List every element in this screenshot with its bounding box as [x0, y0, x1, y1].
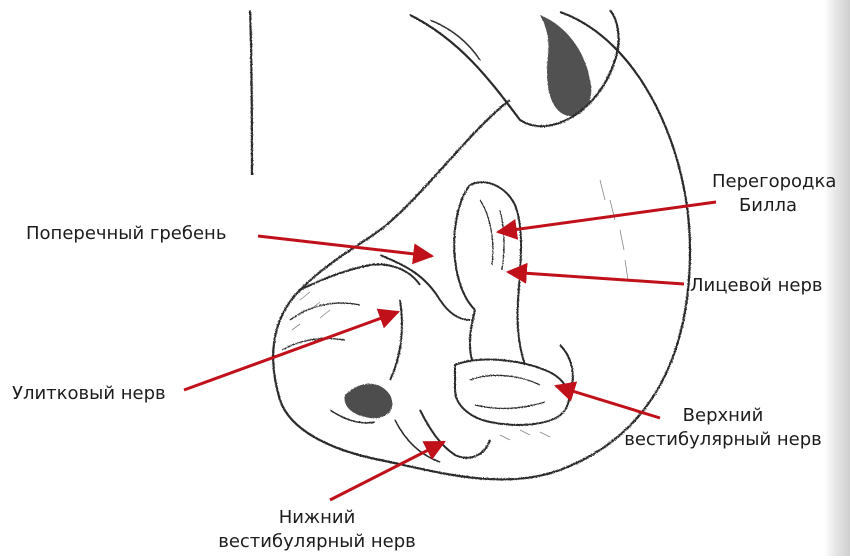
- label-facial-nerve: Лицевой нерв: [690, 274, 822, 298]
- arrow-facial-nerve: [508, 272, 684, 284]
- label-transverse-crest: Поперечный гребень: [26, 222, 226, 246]
- leader-arrows: [184, 202, 716, 500]
- cochlear-region: [282, 255, 470, 380]
- superior-vestibular-region: [455, 345, 573, 425]
- inferior-vestibular-region: [330, 384, 490, 462]
- shading: [292, 180, 628, 440]
- arrow-bill-bar: [498, 202, 716, 232]
- arrow-cochlear-nerve: [184, 312, 398, 390]
- label-inferior-vestibular-nerve: Нижний вестибулярный нерв: [208, 506, 426, 554]
- label-cochlear-nerve: Улитковый нерв: [12, 382, 166, 406]
- upper-cavity: [430, 15, 591, 116]
- label-superior-vestibular-nerve: Верхний вестибулярный нерв: [614, 404, 832, 452]
- label-bill-bar: Перегородка Билла: [712, 170, 824, 218]
- page-edge-shadow: [824, 0, 850, 556]
